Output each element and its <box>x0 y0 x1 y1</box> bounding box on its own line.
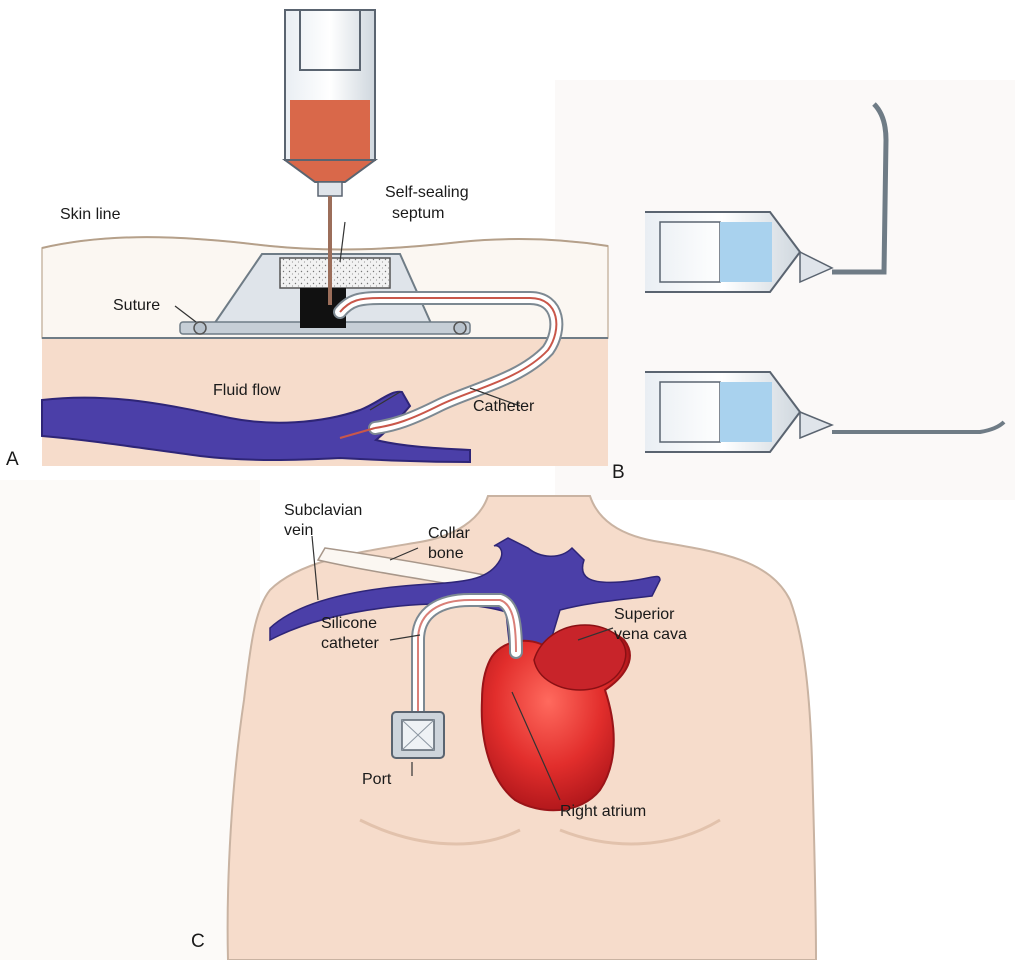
label-subclavian: Subclavian <box>284 501 362 520</box>
label-catheter: Catheter <box>473 397 534 416</box>
label-fluid-flow: Fluid flow <box>213 381 281 400</box>
label-skin-line: Skin line <box>60 205 120 224</box>
syringe-b2-fluid <box>720 382 772 442</box>
label-silicone-catheter: catheter <box>321 634 379 653</box>
suture-right <box>454 322 466 334</box>
panel-letter-a: A <box>6 450 19 469</box>
label-silicone: Silicone <box>321 614 377 633</box>
label-vena-cava: vena cava <box>614 625 687 644</box>
syringe-b1-fluid <box>720 222 772 282</box>
self-sealing-septum <box>280 258 390 288</box>
suture-left <box>194 322 206 334</box>
label-septum: septum <box>392 204 444 223</box>
label-right-atrium: Right atrium <box>560 802 646 821</box>
label-superior: Superior <box>614 605 674 624</box>
label-collar: Collar <box>428 524 470 543</box>
label-suture: Suture <box>113 296 160 315</box>
label-subclavian-vein: vein <box>284 521 313 540</box>
syringe-a-fluid <box>290 100 370 160</box>
label-collar-bone: bone <box>428 544 464 563</box>
label-self-sealing: Self-sealing <box>385 183 469 202</box>
label-port: Port <box>362 770 391 789</box>
panel-letter-c: C <box>191 932 205 951</box>
panel-letter-b: B <box>612 463 625 482</box>
